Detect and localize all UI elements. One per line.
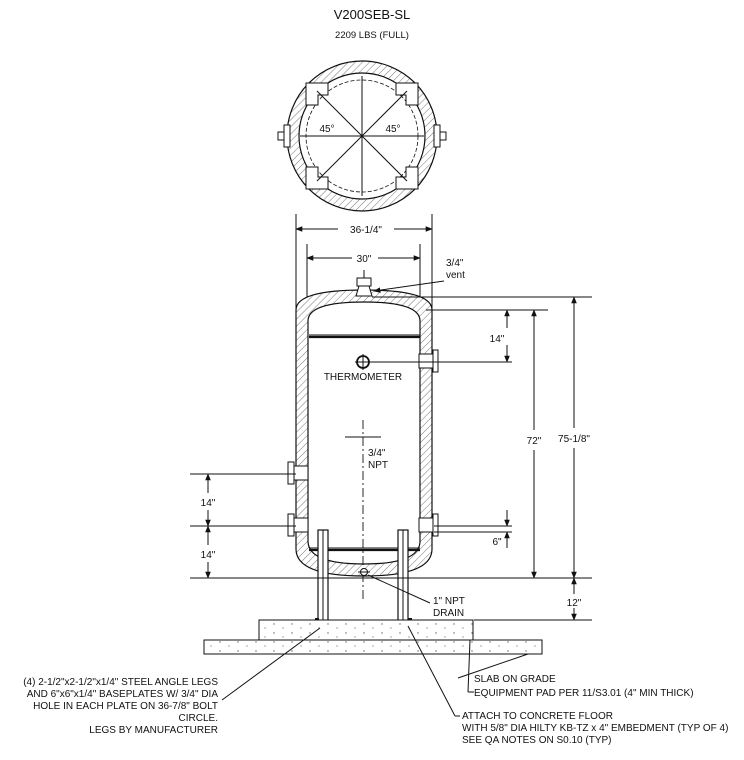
anchor-note-line3: SEE QA NOTES ON S0.10 (TYP) [462, 735, 612, 746]
support-legs [309, 529, 419, 629]
npt-label: NPT [368, 460, 388, 471]
note-leaders [221, 625, 529, 717]
upper-spacing-dim: 14" [201, 498, 216, 509]
side-nozzles [287, 349, 439, 537]
angle-label-right: 45° [385, 124, 400, 135]
overall-width-dim: 36-1/4" [350, 225, 382, 236]
slab-note: SLAB ON GRADE [474, 674, 556, 685]
drain-fitting: 1" NPT DRAIN [358, 568, 465, 619]
foundation [203, 619, 543, 655]
drain-size-label: 1" NPT [433, 596, 465, 607]
inner-width-dim: 30" [357, 254, 372, 265]
legs-note-line2: AND 6"x6"x1/4" BASEPLATES W/ 3/4" DIA [27, 689, 219, 700]
vessel-height-dim: 72" [527, 436, 542, 447]
weight-subtitle: 2209 LBS (FULL) [335, 30, 409, 41]
vessel-elevation [295, 289, 433, 577]
anchor-note-line2: WITH 5/8" DIA HILTY KB-TZ x 4" EMBEDMENT… [462, 723, 728, 734]
thermometer-label: THERMOMETER [324, 372, 402, 383]
pad-note: EQUIPMENT PAD PER 11/S3.01 (4" MIN THICK… [474, 688, 694, 699]
anchor-note-line1: ATTACH TO CONCRETE FLOOR [462, 711, 613, 722]
angle-label-left: 45° [319, 124, 334, 135]
vent-thermo-dim: 14" [490, 334, 505, 345]
thermometer-fitting: THERMOMETER [324, 354, 402, 383]
plan-view: 45° 45° [277, 60, 447, 212]
legs-note-line4: CIRCLE. [179, 713, 218, 724]
lower-nozzle-dim: 6" [492, 537, 502, 548]
lower-spacing-dim: 14" [201, 550, 216, 561]
legs-note-line1: (4) 2-1/2"x2-1/2"x1/4" STEEL ANGLE LEGS [23, 677, 218, 688]
plan-nozzles [277, 124, 447, 148]
npt-size-label: 3/4" [368, 448, 386, 459]
legs-note-line5: LEGS BY MANUFACTURER [89, 725, 218, 736]
plan-leg-blocks [305, 82, 419, 190]
height-dimensions: 14" 72" 75-1/8" 12" 6" 14" 14" [201, 296, 590, 621]
vent-size-label: 3/4" [446, 258, 464, 269]
vent-label: vent [446, 270, 465, 281]
vent-fitting: 3/4" vent [355, 258, 465, 297]
overall-height-dim: 75-1/8" [558, 434, 590, 445]
drawing-title: V200SEB-SL [334, 7, 411, 22]
drain-label: DRAIN [433, 608, 464, 619]
leg-height-dim: 12" [567, 598, 582, 609]
legs-note-line3: HOLE IN EACH PLATE ON 36-7/8" BOLT [33, 701, 218, 712]
